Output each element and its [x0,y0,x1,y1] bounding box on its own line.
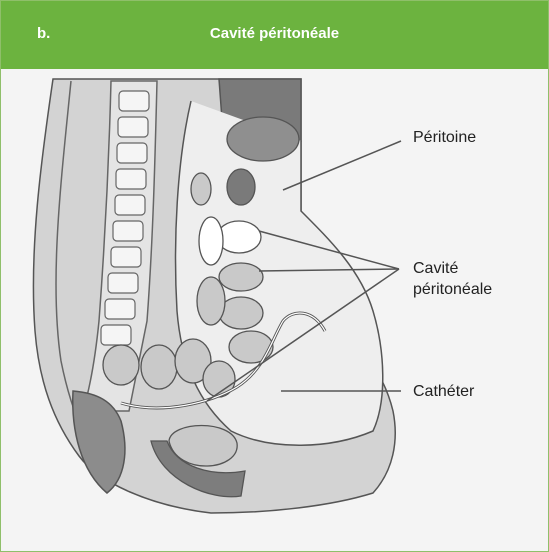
panel-header: b. Cavité péritonéale [1,1,548,69]
label-cavite-line1: Cavité [413,258,458,279]
label-cavite-line2: péritonéale [413,279,492,300]
panel-title: Cavité péritonéale [1,25,548,42]
label-catheter: Cathéter [413,381,474,402]
label-peritoine: Péritoine [413,127,476,148]
